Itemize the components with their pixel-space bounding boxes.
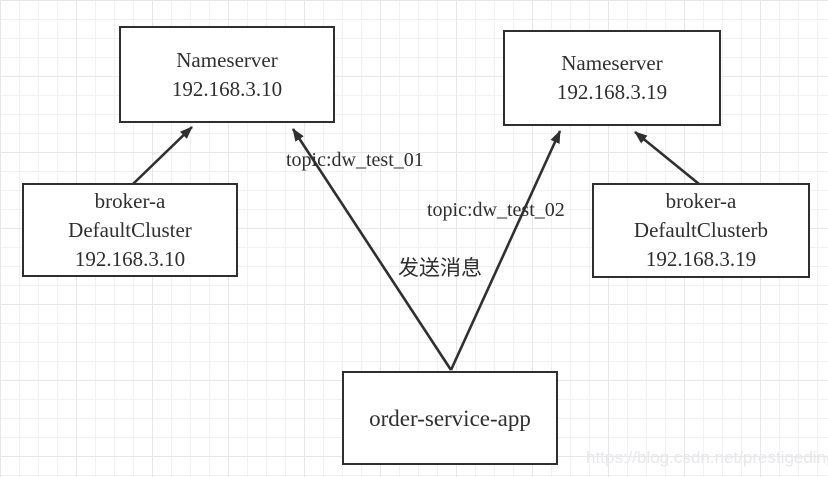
node-broker-right: broker-a DefaultClusterb 192.168.3.19 [592, 183, 810, 278]
csdn-watermark: https://blog.csdn.net/prestigeding [586, 448, 828, 467]
edge-label-topic-dw-test-01: topic:dw_test_01 [286, 149, 424, 171]
arrow-app-to-nameserver-right [449, 130, 562, 371]
node-label: 192.168.3.10 [171, 76, 283, 101]
edge-label-topic-dw-test-02: topic:dw_test_02 [427, 199, 565, 221]
node-nameserver-right: Nameserver 192.168.3.19 [503, 30, 721, 126]
node-label: Nameserver [561, 51, 663, 75]
edge-label-send-message: 发送消息 [398, 257, 482, 280]
node-label: 192.168.3.19 [645, 247, 757, 271]
arrow-broker-right-to-nameserver-right [634, 130, 700, 186]
node-label: DefaultClusterb [633, 218, 769, 242]
arrow-broker-left-to-nameserver-left [132, 126, 193, 185]
node-label: Nameserver [176, 47, 278, 72]
node-broker-left: broker-a DefaultCluster 192.168.3.10 [22, 183, 238, 277]
node-nameserver-left: Nameserver 192.168.3.10 [119, 26, 335, 123]
node-label: DefaultCluster [68, 217, 192, 242]
node-label: 192.168.3.10 [74, 246, 186, 271]
node-label: broker-a [94, 188, 166, 213]
node-label: broker-a [665, 189, 737, 213]
node-label: 192.168.3.19 [556, 80, 668, 104]
node-order-service-app: order-service-app [342, 371, 558, 465]
node-label: order-service-app [369, 405, 531, 431]
